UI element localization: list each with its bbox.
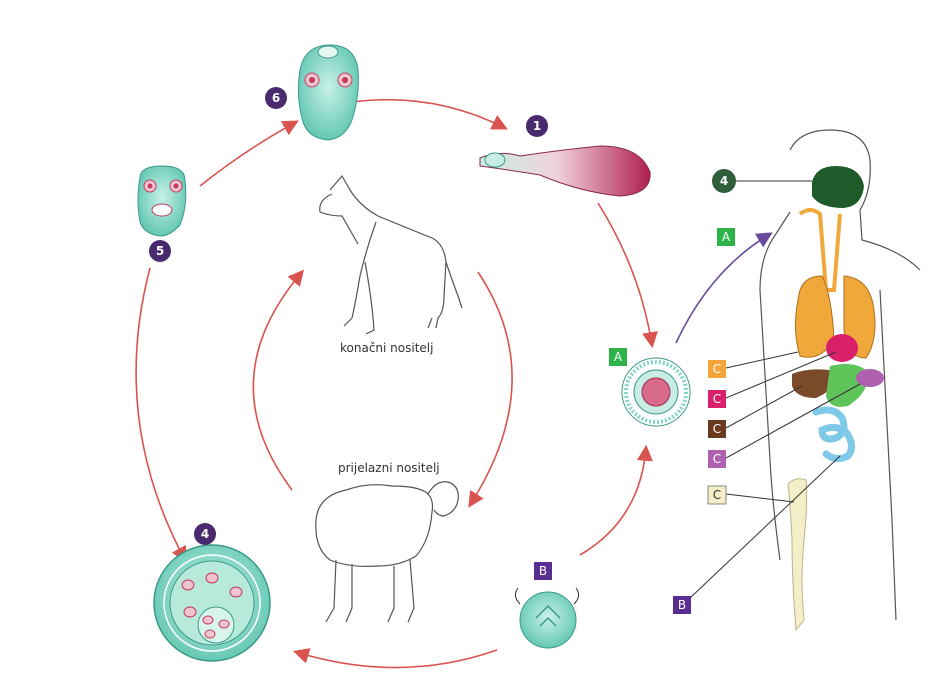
human-organs: [788, 166, 884, 630]
marker-C-heart-text: C: [713, 392, 721, 406]
marker-C-spleen-text: C: [713, 452, 721, 466]
arrow-5-to-4: [136, 268, 185, 560]
marker-B-intestine-text: B: [678, 598, 686, 612]
stage-1-adult-worm: [480, 146, 650, 196]
stage-5-protoscolex: [138, 166, 186, 236]
stage-number-6: 6: [272, 91, 280, 105]
intestine: [816, 410, 852, 459]
spleen: [856, 369, 884, 387]
marker-B-egg-text: B: [539, 564, 547, 578]
arrow-inner-left: [253, 272, 302, 490]
marker-A-egg-text: A: [614, 350, 623, 364]
stage-4-hydatid-cyst: [154, 545, 270, 661]
arrow-B-to-cyst: [580, 448, 646, 555]
arrow-cyst-to-human: [676, 234, 770, 343]
heart: [826, 334, 858, 362]
marker-C-lung-text: C: [713, 362, 721, 376]
arrow-6-to-1: [345, 100, 505, 128]
arrow-B-to-4: [296, 650, 497, 668]
stage-number-4-brain: 4: [720, 174, 728, 188]
marker-C-liver-text: C: [713, 422, 721, 436]
stage-number-5: 5: [156, 244, 164, 258]
egg-with-embryophore: [622, 358, 690, 426]
marker-A-arrow-text: A: [722, 230, 731, 244]
stomach: [826, 364, 868, 407]
stage-6-scolex: [298, 45, 358, 140]
dog-outline: [320, 176, 462, 334]
pointer-B-intestine: [690, 456, 840, 598]
arrow-1-to-cyst: [598, 203, 652, 345]
arrow-inner-right: [470, 272, 512, 505]
stage-number-4-cyst: 4: [201, 527, 209, 541]
definitive-host-label: konačni nositelj: [340, 341, 433, 355]
sheep-outline: [316, 482, 459, 622]
oncosphere-egg: [515, 588, 578, 648]
marker-C-bone-text: C: [713, 488, 721, 502]
arrow-5-to-6: [200, 122, 296, 186]
brain: [812, 166, 864, 208]
stage-number-1: 1: [533, 119, 541, 133]
intermediate-host-label: prijelazni nositelj: [338, 461, 440, 475]
